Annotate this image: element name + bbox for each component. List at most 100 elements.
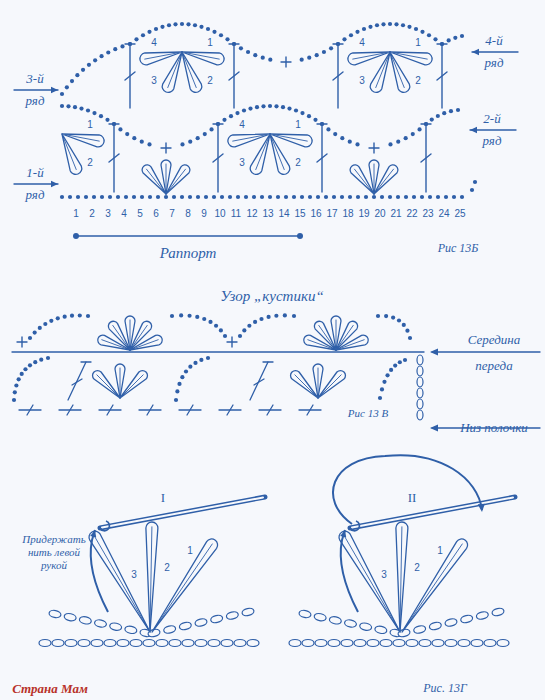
chain-dot <box>132 195 136 199</box>
chain-dot <box>209 127 213 131</box>
chain-dot <box>206 27 210 31</box>
chain-loop <box>210 614 223 623</box>
chain-dot <box>440 42 444 46</box>
callout-number: 3 <box>359 75 365 86</box>
single-crochet <box>147 405 153 415</box>
single-crochet <box>27 405 33 415</box>
chain-loop <box>163 625 176 634</box>
chain-dot <box>397 318 401 322</box>
chain-dot <box>23 367 27 371</box>
chain-dot <box>225 37 229 41</box>
figure-caption: Рис. 13Г <box>423 682 466 695</box>
puff-petal <box>162 52 182 92</box>
chain-loop <box>417 366 423 376</box>
single-crochet <box>67 405 73 415</box>
chain-dot <box>440 42 444 46</box>
double-crochet <box>125 72 135 80</box>
chain-dot <box>203 132 207 136</box>
chain-dot <box>17 377 21 381</box>
chain-dot <box>412 195 416 199</box>
chain-dot <box>281 105 285 109</box>
chain-dot <box>128 42 132 46</box>
stitch-number: 21 <box>390 208 401 219</box>
chain-dot <box>391 315 395 319</box>
chain-dot <box>396 195 400 199</box>
chain-dot <box>294 108 298 112</box>
chain-dot <box>188 140 192 144</box>
puff-petal <box>339 340 364 349</box>
chain-loop <box>354 640 366 647</box>
pattern-title: Узор „кустики“ <box>220 288 324 305</box>
chain-dot <box>313 118 317 122</box>
chain-dot <box>39 358 43 362</box>
chain-loop <box>78 640 90 647</box>
chain-dot <box>75 73 79 77</box>
chain-dot <box>332 195 336 199</box>
crochet-hook <box>102 498 263 528</box>
chain-dot <box>180 142 184 146</box>
tall-stitch <box>89 531 150 632</box>
callout-number: 1 <box>437 545 443 556</box>
chain-dot <box>244 195 248 199</box>
chain-dot <box>154 27 158 31</box>
chain-dot <box>388 142 392 146</box>
chain-dot <box>384 314 388 318</box>
chain-dot <box>453 36 457 40</box>
chain-loop <box>109 622 122 631</box>
puff-petal <box>62 134 82 174</box>
chain-dot <box>167 23 171 27</box>
chain-dot <box>333 132 337 136</box>
chain-dot <box>259 317 263 321</box>
chain-dot <box>202 317 206 321</box>
chain-dot <box>70 79 74 83</box>
chain-dot <box>184 369 188 373</box>
puff-petal <box>271 137 284 170</box>
chain-dot <box>132 136 136 140</box>
chain-loop <box>247 640 259 647</box>
puff-petal <box>146 169 164 191</box>
chain-dot <box>173 22 177 26</box>
chain-loop <box>169 640 181 647</box>
chain-dot <box>147 142 151 146</box>
single-crochet <box>373 143 374 153</box>
puff-petal <box>233 135 267 142</box>
puff-petal <box>318 368 319 395</box>
double-crochet <box>72 379 82 385</box>
chain-dot <box>100 195 104 199</box>
arrow-head <box>90 530 96 538</box>
chain-dot <box>195 315 199 319</box>
chain-dot <box>414 27 418 31</box>
chain-dot <box>232 42 236 46</box>
tall-stitch <box>146 522 158 632</box>
chain-dot <box>436 195 440 199</box>
double-crochet <box>333 72 343 80</box>
chain-dot <box>411 132 415 136</box>
chain-loop <box>48 609 61 618</box>
chain-dot <box>388 195 392 199</box>
arrow-head <box>470 127 477 133</box>
chain-dot <box>60 104 64 108</box>
chain-dot <box>196 195 200 199</box>
chain-dot <box>106 50 110 54</box>
chain-dot <box>430 118 434 122</box>
chain-loop <box>359 622 372 631</box>
chain-dot <box>172 195 176 199</box>
callout-number: 3 <box>381 569 387 580</box>
stitch-number: 19 <box>358 208 369 219</box>
chain-dot <box>28 336 32 340</box>
chain-dot <box>140 195 144 199</box>
puff-petal <box>168 55 181 88</box>
chain-dot <box>120 44 124 48</box>
chain-dot <box>46 356 50 360</box>
chain-dot <box>70 314 74 318</box>
arrow-head <box>51 87 58 93</box>
stitch-number: 18 <box>342 208 353 219</box>
chain-loop <box>124 625 137 634</box>
chain-dot <box>56 316 60 320</box>
stitch-number: 24 <box>438 208 449 219</box>
chain-dot <box>12 398 16 402</box>
chain-dot <box>186 22 190 26</box>
callout-number: 3 <box>131 569 137 580</box>
callout-number: 1 <box>295 119 301 130</box>
